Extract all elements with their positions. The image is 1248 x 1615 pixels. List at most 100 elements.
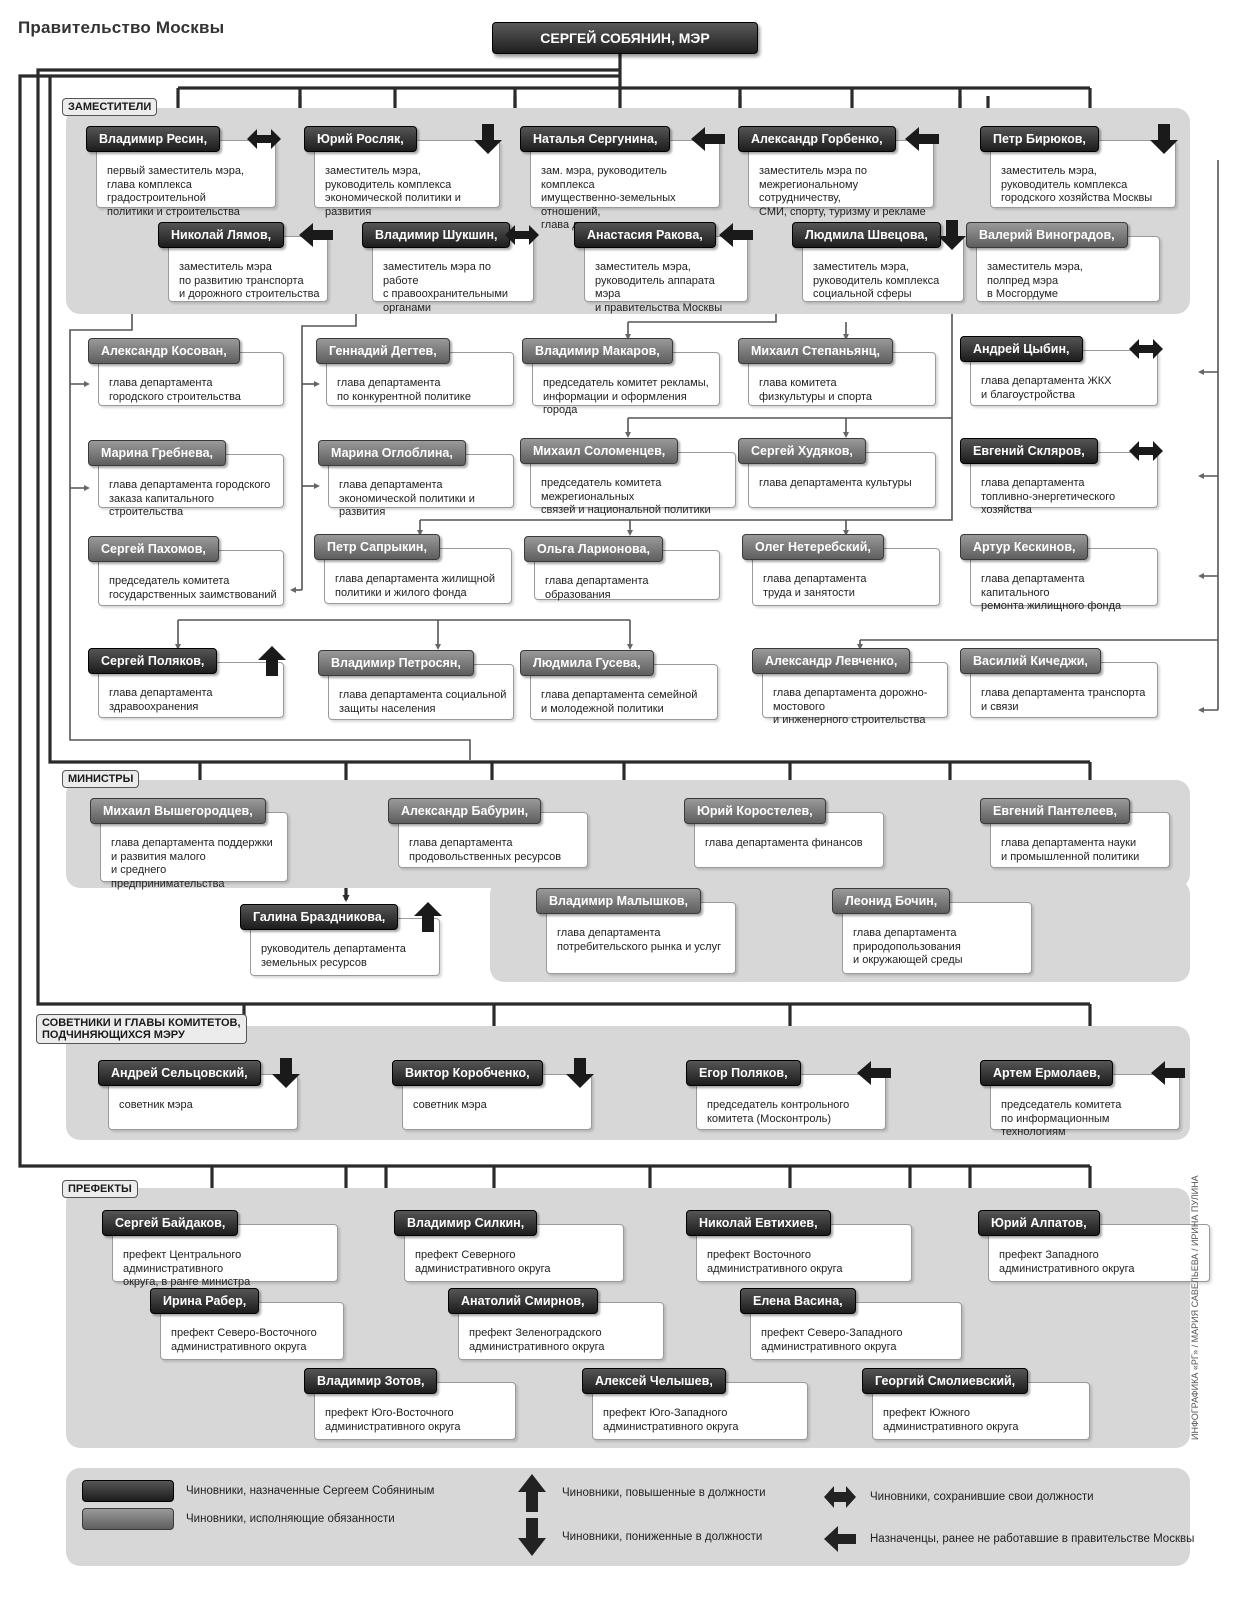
person-name: Петр Сапрыкин,: [314, 534, 440, 560]
person-role: руководитель департамента земельных ресу…: [261, 943, 406, 969]
person-role: заместитель мэра по межрегиональному сот…: [759, 165, 926, 218]
person-card[interactable]: глава департамента культуры Сергей Худяко…: [738, 438, 936, 508]
person-role: председатель комитета по информационным …: [1001, 1099, 1122, 1138]
legend-appointed: Чиновники, назначенные Сергеем Собяниным: [82, 1480, 434, 1502]
person-role: глава департамента жилищной политики и ж…: [335, 573, 496, 599]
person-card[interactable]: префект Северного административного окру…: [394, 1210, 624, 1282]
person-card[interactable]: глава департамента ЖКХ и благоустройства…: [960, 336, 1163, 406]
person-name: Сергей Худяков,: [738, 438, 866, 464]
person-card[interactable]: первый заместитель мэра, глава комплекса…: [86, 126, 281, 218]
person-role: советник мэра: [413, 1099, 487, 1111]
person-card[interactable]: советник мэра Виктор Коробченко,: [392, 1058, 594, 1130]
person-card[interactable]: глава департамента продовольственных рес…: [388, 798, 588, 868]
person-role: глава департамента культуры: [759, 477, 912, 489]
person-card[interactable]: глава департамента дорожно-мостового и и…: [752, 648, 948, 726]
person-name: Леонид Бочин,: [832, 888, 951, 914]
person-card[interactable]: префект Юго-Восточного административного…: [304, 1368, 516, 1440]
person-role: глава департамента финансов: [705, 837, 863, 849]
person-card[interactable]: глава департамента природопользования и …: [832, 888, 1032, 974]
person-name: Андрей Сельцовский,: [98, 1060, 261, 1086]
person-card[interactable]: глава департамента топливно-энергетическ…: [960, 438, 1163, 516]
person-name: Людмила Гусева,: [520, 650, 654, 676]
person-card[interactable]: заместитель мэра, полпред мэра в Мосгорд…: [966, 222, 1160, 302]
person-role: глава департамента городского заказа кап…: [109, 479, 271, 518]
person-name: Андрей Цыбин,: [960, 336, 1083, 362]
person-name: Виктор Коробченко,: [392, 1060, 543, 1086]
person-card[interactable]: зам. мэра, руководитель комплекса имущес…: [520, 126, 725, 231]
person-card[interactable]: заместитель мэра по работе с правоохрани…: [362, 222, 539, 314]
person-role: глава департамента потребительского рынк…: [557, 927, 722, 953]
person-card[interactable]: глава департамента экономической политик…: [318, 440, 514, 518]
person-name: Александр Бабурин,: [388, 798, 542, 824]
person-card[interactable]: глава департамента потребительского рынк…: [536, 888, 736, 974]
person-card[interactable]: председатель комитета государственных за…: [88, 536, 284, 606]
person-card[interactable]: префект Зеленоградского административног…: [448, 1288, 664, 1360]
mayor-box[interactable]: СЕРГЕЙ СОБЯНИН, МЭР: [492, 22, 758, 54]
person-name: Сергей Поляков,: [88, 648, 218, 674]
legend-new: Назначенцы, ранее не работавшие в правит…: [822, 1516, 1194, 1562]
person-card-body: глава департамента природопользования и …: [842, 902, 1032, 974]
person-card[interactable]: заместитель мэра, руководитель комплекса…: [980, 124, 1178, 208]
person-card[interactable]: префект Центрального административного о…: [102, 1210, 338, 1288]
new-status-icon: [1151, 1061, 1185, 1085]
legend-demoted-label: Чиновники, пониженные в должности: [562, 1531, 763, 1543]
person-name: Галина Браздникова,: [240, 904, 399, 930]
person-card[interactable]: председатель комитета по информационным …: [980, 1060, 1185, 1138]
person-role: глава департамента топливно-энергетическ…: [981, 477, 1116, 516]
person-card[interactable]: префект Западного административного окру…: [978, 1210, 1210, 1282]
person-card[interactable]: глава департамента городского строительс…: [88, 338, 284, 406]
person-role: глава департамента экономической политик…: [339, 479, 475, 518]
person-name: Марина Гребнева,: [88, 440, 227, 466]
person-card[interactable]: заместитель мэра по межрегиональному сот…: [738, 126, 939, 218]
person-role: префект Северо-Западного административно…: [761, 1327, 903, 1353]
person-card[interactable]: заместитель мэра, руководитель комплекса…: [304, 124, 502, 218]
person-card[interactable]: глава департамента капитального ремонта …: [960, 534, 1158, 612]
person-card[interactable]: председатель комитет рекламы, информации…: [522, 338, 720, 416]
demoted-arrow-icon: [518, 1518, 546, 1556]
page-title: Правительство Москвы: [18, 18, 225, 37]
person-role: глава комитета физкультуры и спорта: [759, 377, 873, 403]
demoted-status-icon: [474, 124, 502, 154]
person-card[interactable]: глава департамента городского заказа кап…: [88, 440, 284, 518]
person-role: заместитель мэра, руководитель комплекса…: [1001, 165, 1153, 204]
new-status-icon: [857, 1061, 891, 1085]
person-name: Людмила Швецова,: [792, 222, 941, 248]
person-card[interactable]: заместитель мэра по развитию транспорта …: [158, 222, 333, 302]
person-role: префект Центрального административного о…: [123, 1249, 251, 1288]
legend-appointed-label: Чиновники, назначенные Сергеем Собяниным: [186, 1485, 435, 1497]
legend-retained: Чиновники, сохранившие свои должности: [822, 1474, 1094, 1520]
person-card[interactable]: префект Юго-Западного административного …: [582, 1368, 808, 1440]
ministers-bus: [48, 76, 1090, 764]
person-card[interactable]: префект Северо-Восточного административн…: [150, 1288, 344, 1360]
person-card[interactable]: глава департамента жилищной политики и ж…: [314, 534, 512, 604]
person-card[interactable]: заместитель мэра, руководитель аппарата …: [574, 222, 753, 314]
person-card[interactable]: глава департамента поддержки и развития …: [90, 798, 288, 890]
person-card[interactable]: председатель комитета межрегиональных св…: [520, 438, 736, 516]
person-card[interactable]: глава департамента по конкурентной полит…: [316, 338, 514, 406]
person-card[interactable]: глава департамента социальной защиты нас…: [318, 650, 514, 720]
person-card[interactable]: префект Северо-Западного административно…: [740, 1288, 962, 1360]
person-name: Михаил Вышегородцев,: [90, 798, 266, 824]
person-card[interactable]: глава департамента науки и промышленной …: [980, 798, 1170, 868]
appointed-swatch: [82, 1480, 174, 1502]
person-card[interactable]: председатель контрольного комитета (Моск…: [686, 1060, 891, 1130]
person-role: глава департамента городского строительс…: [109, 377, 241, 403]
person-card[interactable]: руководитель департамента земельных ресу…: [240, 902, 442, 976]
person-card[interactable]: префект Восточного административного окр…: [686, 1210, 912, 1282]
person-role: председатель контрольного комитета (Моск…: [707, 1099, 850, 1125]
person-name: Валерий Виноградов,: [966, 222, 1128, 248]
person-name: Александр Левченко,: [752, 648, 911, 674]
person-card[interactable]: глава департамента семейной и молодежной…: [520, 650, 718, 720]
person-role: глава департамента семейной и молодежной…: [541, 689, 698, 715]
person-name: Геннадий Дегтев,: [316, 338, 450, 364]
person-card[interactable]: заместитель мэра, руководитель комплекса…: [792, 220, 966, 302]
retained-status-icon: [247, 129, 281, 149]
